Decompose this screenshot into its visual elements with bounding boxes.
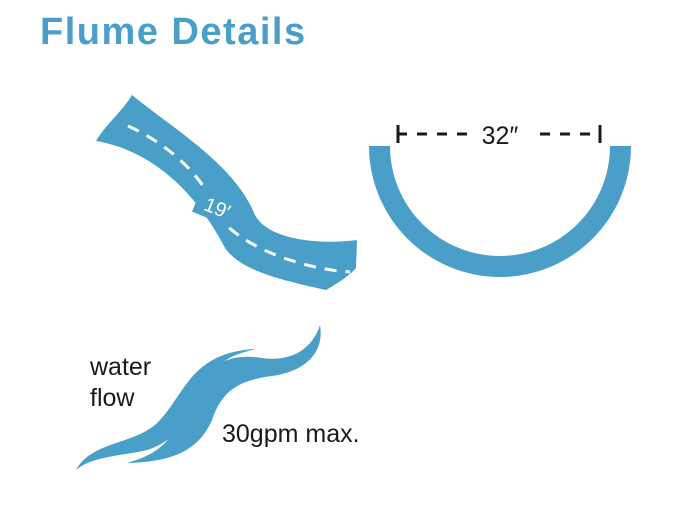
wave-left	[76, 349, 256, 470]
wave-right	[127, 325, 321, 463]
water-flow-label-line2: flow	[90, 384, 135, 412]
slide-side-view-icon: 19′	[96, 95, 357, 290]
water-flow-label-line1: water	[89, 353, 151, 381]
flume-cross-section-icon: 32″	[369, 122, 631, 277]
length-label-backing	[191, 183, 246, 229]
flow-rate-label: 30gpm max.	[222, 420, 360, 448]
page-title: Flume Details	[40, 11, 307, 53]
slide-body	[96, 95, 357, 290]
flume-width-label: 32″	[482, 122, 519, 150]
water-flow-waves-icon	[76, 325, 321, 470]
flume-u-shape	[369, 146, 631, 277]
